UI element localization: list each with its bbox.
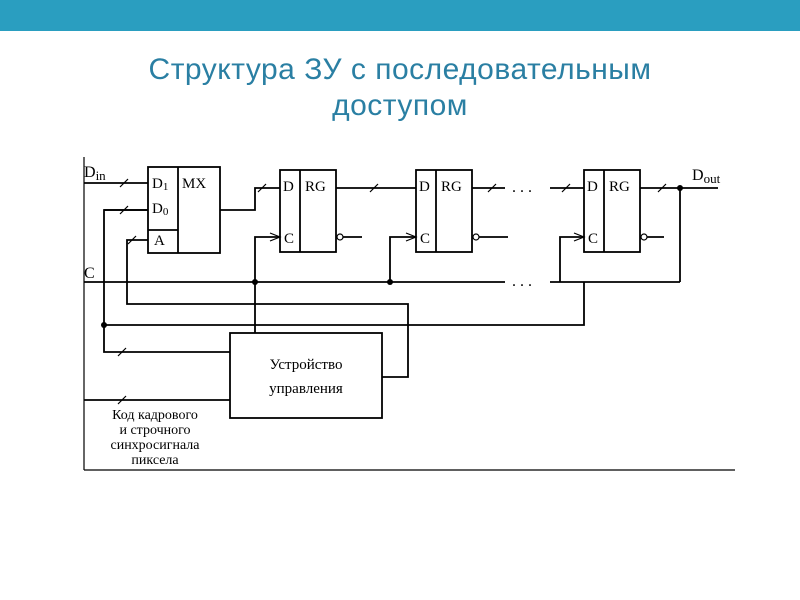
dout-label: Dout (692, 167, 721, 186)
register-1: D C RG (279, 169, 344, 253)
mux-d1-label: D1 (152, 176, 168, 193)
control-unit-line-1: Устройство (270, 357, 343, 373)
register-n-c-label: C (588, 231, 598, 247)
register-2: D C RG (415, 169, 480, 253)
wiring (83, 157, 735, 471)
mux-a-label: A (154, 233, 165, 249)
sync-code-line-2: и строчного (119, 423, 190, 438)
register-2-c-label: C (420, 231, 430, 247)
din-label: Din (84, 164, 106, 183)
register-1-d-label: D (283, 179, 294, 195)
register-n-name-label: RG (609, 179, 630, 195)
control-unit-block: Устройство управления (229, 332, 383, 419)
sync-code-line-3: синхросигнала (110, 438, 200, 453)
register-2-name-label: RG (441, 179, 462, 195)
clock-label: C (84, 265, 95, 282)
control-unit-line-2: управления (269, 381, 343, 397)
register-n: D C RG (583, 169, 648, 253)
mux-d0-label: D0 (152, 201, 169, 218)
register-ellipsis-top: . . . (512, 179, 532, 196)
register-ellipsis-bottom: . . . (512, 273, 532, 290)
multiplexer-block: D1 D0 A MX (147, 166, 221, 254)
title-line-1: Структура ЗУ с последовательным (148, 53, 652, 86)
sync-code-label: Код кадрового и строчного синхросигнала … (110, 408, 200, 468)
register-1-name-label: RG (305, 179, 326, 195)
mux-name-label: MX (182, 176, 206, 192)
register-2-d-label: D (419, 179, 430, 195)
sync-code-line-4: пиксела (131, 453, 179, 468)
register-n-d-label: D (587, 179, 598, 195)
slide-title: Структура ЗУ с последовательным доступом (60, 52, 740, 124)
top-accent-bar (0, 0, 800, 31)
sync-code-line-1: Код кадрового (112, 408, 198, 423)
register-1-c-label: C (284, 231, 294, 247)
title-line-2: доступом (332, 89, 468, 122)
